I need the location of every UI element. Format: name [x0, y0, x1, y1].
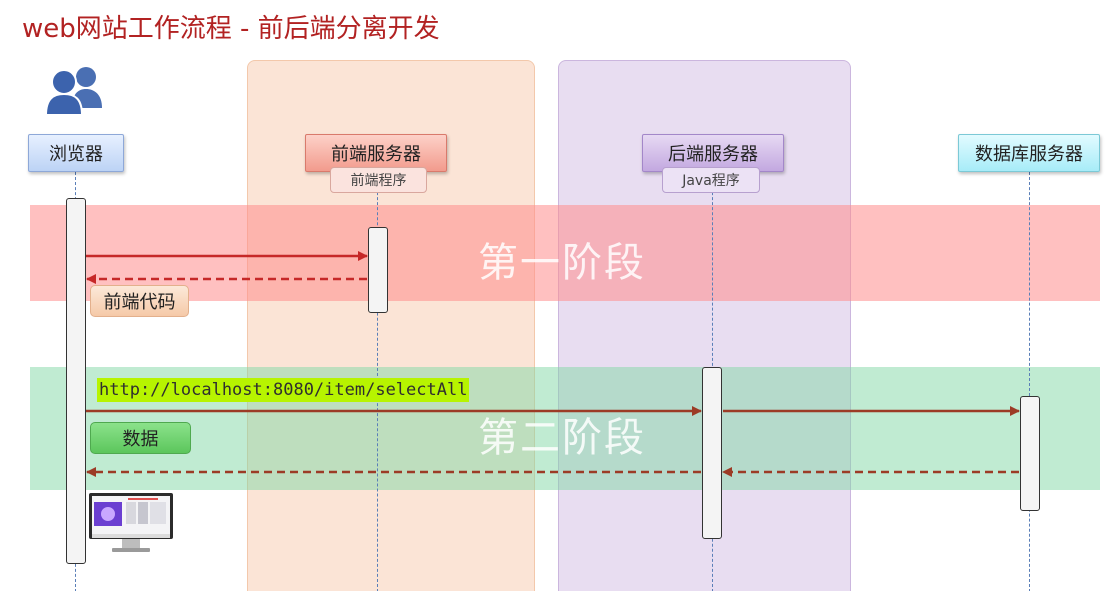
api-url-label: http://localhost:8080/item/selectAll	[97, 378, 470, 402]
frontend-code-tag: 前端代码	[90, 285, 189, 317]
database-lifeline	[1029, 172, 1030, 591]
data-tag: 数据	[90, 422, 191, 454]
page-title: web网站工作流程 - 前后端分离开发	[22, 14, 440, 44]
backend-server-actor: 后端服务器	[642, 134, 784, 172]
phase1-label: 第一阶段	[478, 240, 646, 286]
frontend-activation	[368, 227, 388, 313]
backend-activation	[702, 367, 722, 539]
frontend-program-label: 前端程序	[330, 167, 427, 193]
users-icon	[44, 67, 102, 116]
database-activation	[1020, 396, 1040, 511]
database-server-actor: 数据库服务器	[958, 134, 1100, 172]
phase1-band	[30, 205, 1100, 301]
browser-activation	[66, 198, 86, 564]
monitor-icon	[89, 493, 173, 552]
java-program-label: Java程序	[662, 167, 760, 193]
phase2-label: 第二阶段	[478, 415, 646, 461]
frontend-server-actor: 前端服务器	[305, 134, 447, 172]
browser-actor: 浏览器	[28, 134, 124, 172]
